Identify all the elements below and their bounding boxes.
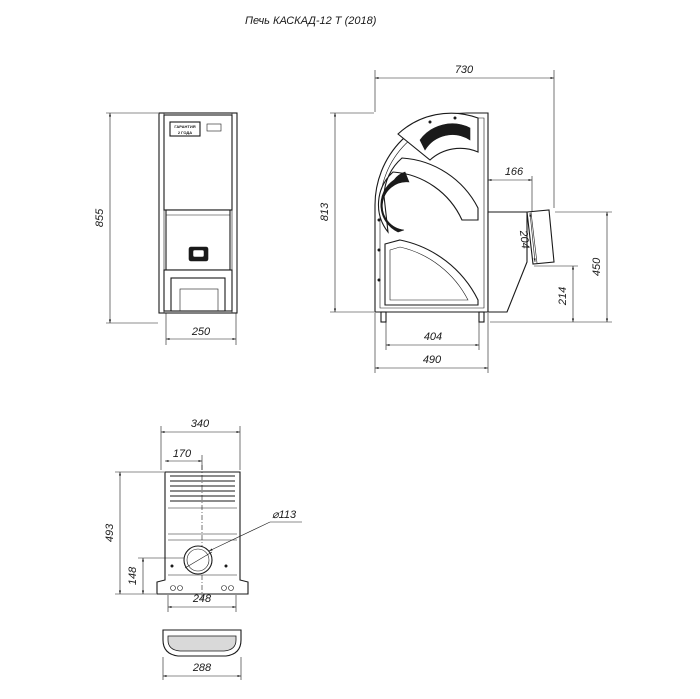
flue-pipe-label: 204 bbox=[517, 229, 531, 250]
flue-pipe-dimension bbox=[529, 212, 536, 263]
pipe-offset-label: 148 bbox=[127, 566, 139, 585]
flue-height-label: 450 bbox=[591, 257, 603, 276]
top-half-label: 170 bbox=[173, 448, 192, 460]
flue-offset-label: 166 bbox=[505, 166, 524, 178]
warranty-plate-line2: 2 ГОДА bbox=[178, 130, 192, 135]
vent-slot-2 bbox=[380, 171, 410, 233]
front-height-label: 855 bbox=[94, 208, 106, 227]
pipe-diameter-label: ⌀113 bbox=[272, 509, 297, 521]
side-total-width-label: 730 bbox=[455, 64, 474, 76]
stone-panel-3 bbox=[384, 239, 479, 306]
stone-panel-2 bbox=[377, 157, 479, 234]
door-width-label: 288 bbox=[192, 662, 212, 674]
top-view: 340 170 493 148 ⌀113 248 bbox=[104, 418, 302, 612]
warranty-plate bbox=[169, 121, 201, 137]
pipe-diameter-leader bbox=[208, 521, 271, 552]
front-view: ГАРАНТИЯ 2 ГОДА 855 250 bbox=[94, 112, 238, 345]
door-view: 288 bbox=[162, 629, 242, 680]
side-view: 730 813 166 204 450 214 404 490 bbox=[319, 64, 612, 373]
flue-low-label: 214 bbox=[557, 287, 569, 306]
drawing-title: Печь КАСКАД-12 Т (2018) bbox=[245, 15, 377, 27]
vent-slot-1 bbox=[419, 123, 471, 151]
top-body bbox=[156, 471, 249, 595]
warranty-plate-line1: ГАРАНТИЯ bbox=[174, 124, 195, 129]
side-height-label: 813 bbox=[319, 202, 331, 221]
top-depth-label: 493 bbox=[104, 523, 116, 542]
flue-pipe bbox=[526, 209, 555, 265]
base-inner-label: 404 bbox=[424, 331, 442, 343]
base-width-label: 490 bbox=[423, 354, 442, 366]
top-base-label: 248 bbox=[192, 593, 212, 605]
front-width-label: 250 bbox=[191, 326, 211, 338]
top-width-label: 340 bbox=[191, 418, 210, 430]
